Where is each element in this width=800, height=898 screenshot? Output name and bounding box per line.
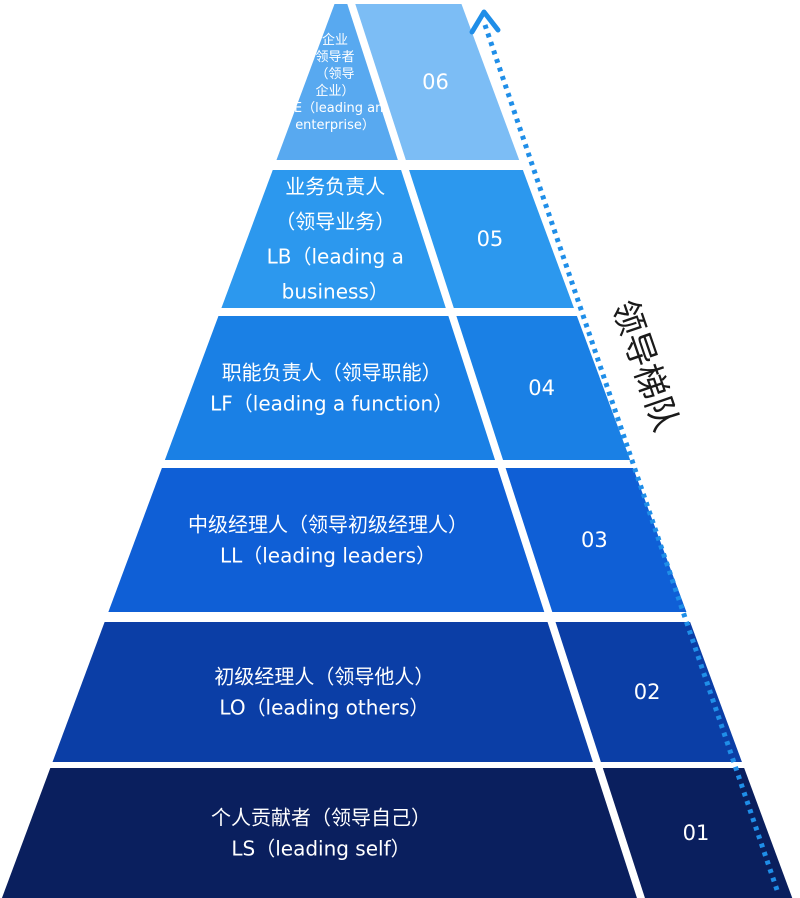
- level-label-line: LS（leading self）: [231, 837, 410, 861]
- level-number: 03: [581, 528, 608, 552]
- level-number: 02: [634, 680, 661, 704]
- level-number-block: [555, 622, 742, 762]
- level-label-line: LO（leading others）: [219, 696, 429, 720]
- level-label-line: LB（leading a: [267, 245, 404, 269]
- level-number: 05: [477, 227, 504, 251]
- level-01: 个人贡献者（领导自己） LS（leading self） 01: [1, 768, 793, 898]
- level-number-block: [505, 468, 687, 612]
- ladder-label: 领导梯队: [603, 295, 685, 437]
- level-label-line: LF（leading a function）: [210, 392, 453, 416]
- level-number-block: [602, 768, 793, 898]
- level-number: 04: [528, 376, 555, 400]
- level-label-block: [164, 316, 496, 460]
- level-label-line: （领导: [316, 67, 355, 82]
- level-label-block: [52, 622, 593, 762]
- level-05: 业务负责人 （领导业务） LB（leading a business） 05: [221, 170, 574, 308]
- level-label-line: 职能负责人（领导职能）: [222, 361, 442, 385]
- level-number: 01: [683, 821, 710, 845]
- level-number-block: [409, 170, 574, 308]
- level-02: 初级经理人（领导他人） LO（leading others） 02: [52, 622, 742, 762]
- level-label-line: 业务负责人: [285, 175, 385, 199]
- level-label-line: 中级经理人（领导初级经理人）: [188, 513, 468, 537]
- level-label-block: [276, 4, 398, 160]
- level-label-line: business）: [282, 280, 389, 304]
- level-label-line: enterprise）: [295, 118, 375, 133]
- level-label-block: [221, 170, 446, 308]
- level-03: 中级经理人（领导初级经理人） LL（leading leaders） 03: [108, 468, 687, 612]
- ladder-arrowhead-icon: [469, 9, 501, 35]
- level-label-line: 企业）: [316, 83, 355, 99]
- level-label-line: 个人贡献者（领导自己）: [211, 806, 431, 830]
- level-label-block: [108, 468, 545, 612]
- level-number-block: [355, 4, 520, 160]
- level-number: 06: [422, 70, 449, 94]
- level-label-line: 初级经理人（领导他人）: [214, 665, 434, 689]
- level-04: 职能负责人（领导职能） LF（leading a function） 04: [164, 316, 631, 460]
- level-label-line: LE（leading an: [287, 101, 384, 116]
- level-label-line: （领导业务）: [275, 210, 395, 234]
- level-label-block: [1, 768, 637, 898]
- level-label-line: 企业: [322, 32, 348, 48]
- level-number-block: [456, 316, 631, 460]
- level-label-line: 领导者: [316, 50, 355, 65]
- level-label-line: LL（leading leaders）: [220, 544, 436, 568]
